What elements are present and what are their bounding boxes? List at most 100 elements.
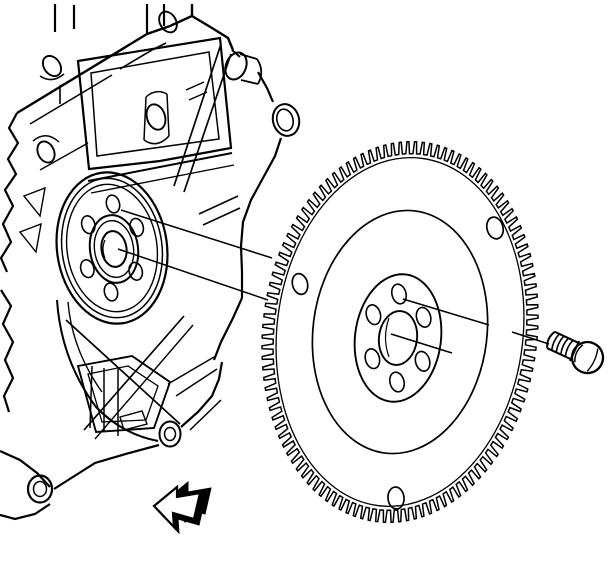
- flywheel-rim-hole: [387, 486, 405, 510]
- dowel-pin-line: [240, 79, 259, 85]
- block-left-jagged-edge: [0, 112, 20, 273]
- block-web-diagonal: [83, 315, 185, 431]
- block-lower-boss: [26, 474, 54, 504]
- block-bolt-hole: [41, 54, 63, 78]
- block-rib: [143, 96, 147, 141]
- flange-bolt-hole: [105, 194, 121, 214]
- bolt-thread: [550, 333, 560, 351]
- flange-bore: [100, 230, 128, 268]
- block-rail-boss-arc: [39, 73, 65, 81]
- dowel-pin-face: [224, 51, 248, 81]
- block-lower-window-inner: [87, 365, 159, 423]
- flywheel-hub: [353, 273, 443, 403]
- block-web-diagonal: [94, 324, 194, 440]
- block-ledge-line: [90, 164, 235, 194]
- block-rib-arc: [143, 135, 170, 145]
- block-web-triangle: [22, 186, 46, 218]
- block-top-right-edge: [191, 14, 235, 51]
- flywheel-ring-gear-inner-edge: [275, 157, 525, 507]
- block-step-edge: [59, 79, 73, 104]
- bolt-thread: [559, 337, 569, 355]
- block-bolt-hole: [158, 10, 178, 34]
- flywheel-bolt: [546, 330, 605, 375]
- block-web-rib: [89, 365, 93, 429]
- arrow-face: [152, 484, 202, 530]
- flange-hub-inner: [93, 219, 135, 279]
- block-detail-tick: [188, 91, 208, 101]
- block-lower-boss-hole: [163, 426, 177, 442]
- flywheel-hub-bolt-hole: [388, 371, 406, 393]
- flywheel-bore: [377, 310, 419, 366]
- flange-bore-lip: [102, 239, 106, 259]
- flywheel-hub-bolt-hole: [414, 350, 431, 372]
- block-rib-to-flange: [202, 207, 241, 226]
- block-left-jagged-edge: [0, 289, 15, 413]
- block-window-outer: [76, 36, 233, 171]
- flywheel-rim-hole: [291, 272, 309, 296]
- flange-bolt-hole: [129, 217, 145, 237]
- block-boss-arc: [32, 135, 60, 143]
- block-step-box: [119, 410, 148, 431]
- leader-line-crank-axis: [390, 333, 453, 354]
- block-skirt-arc-inner: [67, 301, 103, 393]
- bolt-tip-cap: [546, 331, 556, 349]
- flywheel-rim-hole: [485, 216, 505, 240]
- flywheel-face-circle: [311, 209, 489, 455]
- leader-line-bolt-axis: [120, 209, 273, 259]
- flywheel-ring-gear: [261, 140, 539, 524]
- block-diagonal-rib: [173, 43, 222, 187]
- leader-line-crank-axis: [117, 248, 269, 301]
- flange-ring: [65, 183, 159, 313]
- block-right-edge: [239, 137, 283, 298]
- block-bottom-right-edge: [180, 361, 224, 428]
- flange-bolt-hole: [103, 282, 119, 302]
- block-truss-line: [175, 368, 218, 397]
- bolt-head-washer-face: [574, 344, 584, 363]
- block-rib-to-flange: [198, 195, 239, 215]
- block-web-triangle: [18, 222, 42, 254]
- block-foot-outline: [0, 449, 51, 488]
- flywheel-hub-bolt-hole: [364, 348, 381, 370]
- block-bolt-hole: [145, 103, 167, 131]
- flange-hub: [88, 214, 140, 284]
- flywheel-hub-bolt-hole: [415, 306, 432, 328]
- flywheel-hub-bolt-hole: [365, 304, 382, 326]
- crankshaft-flange: [55, 171, 169, 325]
- flywheel-hub-bolt-hole: [390, 283, 408, 305]
- block-web-diagonal: [65, 319, 181, 425]
- bolt-thread: [555, 335, 565, 353]
- block-lower-boss: [158, 420, 182, 448]
- block-lower-window-outer: [76, 354, 172, 434]
- flange-ring: [60, 177, 164, 319]
- block-ledge-line: [87, 152, 233, 182]
- dowel-pin-cap: [256, 58, 263, 85]
- flywheel-bore-lip: [384, 317, 390, 358]
- block-window-inner: [90, 51, 220, 157]
- block-right-lower-edge: [212, 297, 244, 361]
- flange-bolt-hole: [80, 215, 96, 235]
- block-bolt-boss: [271, 103, 301, 137]
- block-bolt-hole: [275, 108, 295, 132]
- block-interior-diagonal: [39, 142, 89, 171]
- alignment-lines: [117, 209, 550, 354]
- engine-block: [0, 4, 301, 521]
- bolt-head-flat: [586, 348, 599, 372]
- bolt-head: [570, 340, 605, 375]
- block-lower-boss-hole: [32, 480, 48, 498]
- flange-bolt-hole: [79, 259, 95, 279]
- leader-line-bolt-axis: [511, 331, 550, 345]
- block-truss-line: [167, 356, 215, 385]
- leader-line-bolt-axis: [402, 298, 490, 326]
- block-top-rail-outer: [16, 4, 194, 115]
- block-top-rail-inner: [29, 74, 113, 125]
- bolt-thread: [564, 339, 574, 357]
- block-rib: [166, 93, 170, 137]
- block-rib-arc: [145, 90, 168, 98]
- flange-bolt-hole: [128, 261, 144, 281]
- block-bolt-hole: [36, 140, 56, 164]
- block-diagonal-rib: [183, 53, 232, 193]
- block-foot-outline: [0, 503, 51, 521]
- block-truss-line: [189, 399, 222, 431]
